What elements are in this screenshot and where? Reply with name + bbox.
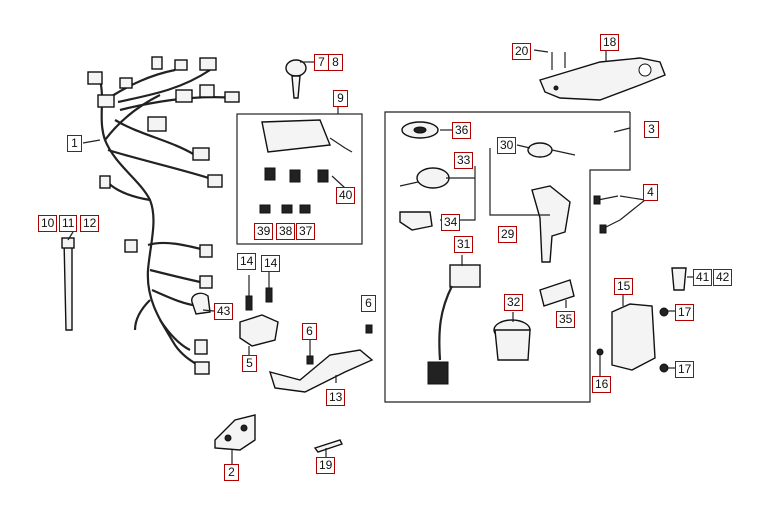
callout-5: 5 [242,355,257,372]
holder-drawing [671,267,687,291]
callout-31: 31 [454,236,474,253]
leader-lines [67,48,693,465]
switch-set-box [384,111,631,403]
relay-kit-box [236,113,363,245]
cable-tie-drawing [61,237,75,331]
callout-6b: 6 [361,295,376,312]
relay-kit-contents [259,119,353,214]
callout-32: 32 [504,294,524,311]
clamp-drawing [191,292,211,315]
key-drawing [313,439,343,453]
callout-8: 8 [328,54,343,71]
callout-18: 18 [600,34,620,51]
callout-12: 12 [80,215,100,232]
callout-38: 38 [276,223,296,240]
callout-37: 37 [296,223,316,240]
callout-17a: 17 [675,304,695,321]
bracket-drawing [214,414,256,451]
switch-set-contents [399,121,576,385]
callout-6a: 6 [302,323,317,340]
callout-9: 9 [333,90,348,107]
callout-33: 33 [454,152,474,169]
key-blank-drawing [285,59,307,99]
callout-11: 11 [59,215,78,232]
wire-harness-drawing [87,56,240,375]
callout-10: 10 [38,215,58,232]
callout-42: 42 [713,269,733,286]
callout-20: 20 [512,43,532,60]
callout-43: 43 [214,303,234,320]
callout-13: 13 [326,389,346,406]
callout-39: 39 [254,223,274,240]
callout-17b: 17 [675,361,695,378]
control-unit-drawing [596,303,669,380]
callout-19: 19 [316,457,336,474]
mount-bracket-drawing [268,324,374,393]
callout-3: 3 [644,121,659,138]
callout-15: 15 [614,278,634,295]
bolts-4-drawing [593,195,646,234]
callout-41: 41 [693,269,713,286]
callout-14a: 14 [237,253,257,270]
callout-2: 2 [224,464,239,481]
relay-5-drawing [239,272,279,347]
plate-drawing [539,52,666,101]
callout-7: 7 [314,54,329,71]
callout-30: 30 [497,137,517,154]
callout-16: 16 [592,376,612,393]
callout-34: 34 [441,214,461,231]
callout-40: 40 [336,187,356,204]
callout-36: 36 [452,122,472,139]
callout-1: 1 [67,135,82,152]
callout-29: 29 [498,226,518,243]
callout-14b: 14 [261,255,281,272]
callout-35: 35 [556,311,576,328]
callout-4: 4 [643,184,658,201]
